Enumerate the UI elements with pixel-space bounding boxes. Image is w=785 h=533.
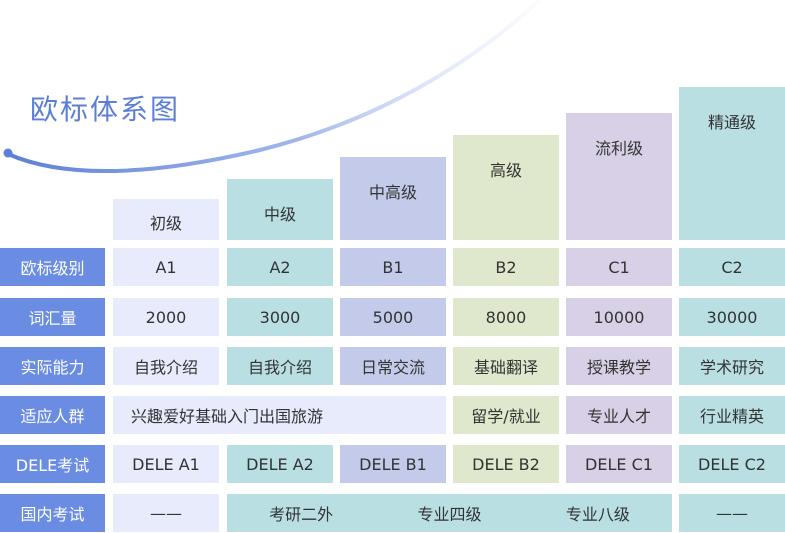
cell-c1: DELE C1 [566, 445, 672, 483]
cell-a2: A2 [227, 248, 333, 286]
cell-c1: 10000 [566, 298, 672, 336]
cell-c2: —— [679, 494, 785, 532]
row-label: 适应人群 [0, 396, 105, 434]
cell-a2: 3000 [227, 298, 333, 336]
cell-c1: C1 [566, 248, 672, 286]
level-header-a1: 初级 [113, 199, 219, 240]
cell-c2: DELE C2 [679, 445, 785, 483]
level-header-label: 中高级 [368, 183, 417, 202]
level-header-b1: 中高级 [340, 157, 446, 240]
arc-dot [3, 148, 13, 158]
cell-b2: 8000 [453, 298, 559, 336]
cell-c2: 行业精英 [679, 396, 785, 434]
cell-c2: 30000 [679, 298, 785, 336]
level-header-label: 精通级 [707, 113, 756, 132]
row-label: DELE考试 [0, 445, 105, 483]
row-label: 欧标级别 [0, 248, 105, 286]
level-header-label: 初级 [149, 214, 182, 233]
cell-a1-b1-wide: 兴趣爱好基础入门出国旅游 [113, 396, 446, 434]
cell-c1: 授课教学 [566, 347, 672, 385]
cell-c2: 学术研究 [679, 347, 785, 385]
cell-c2: C2 [679, 248, 785, 286]
cell-b1: 日常交流 [340, 347, 446, 385]
row-label: 国内考试 [0, 494, 105, 532]
diagram-title: 欧标体系图 [30, 93, 181, 126]
cell-a1: 自我介绍 [113, 347, 219, 385]
row-label: 词汇量 [0, 298, 105, 336]
cell-b1: B1 [340, 248, 446, 286]
cell-c1: 专业人才 [566, 396, 672, 434]
cell-a2: DELE A2 [227, 445, 333, 483]
cell-b2: B2 [453, 248, 559, 286]
level-header-b2: 高级 [453, 135, 559, 240]
cell-b2: 基础翻译 [453, 347, 559, 385]
level-header-a2: 中级 [227, 179, 333, 240]
cell-b1: 5000 [340, 298, 446, 336]
cell-a1: DELE A1 [113, 445, 219, 483]
level-header-label: 高级 [489, 161, 522, 180]
row-label: 实际能力 [0, 347, 105, 385]
domestic-exams-span: 考研二外 专业四级 专业八级 [227, 494, 672, 532]
level-header-c1: 流利级 [566, 113, 672, 240]
level-header-label: 中级 [263, 205, 296, 224]
cell-a1: A1 [113, 248, 219, 286]
domestic-exam: 考研二外 [269, 505, 334, 524]
level-header-c2: 精通级 [679, 87, 785, 240]
cell-a1: 2000 [113, 298, 219, 336]
cell-b1: DELE B1 [340, 445, 446, 483]
cell-b2: 留学/就业 [453, 396, 559, 434]
cell-a2: 自我介绍 [227, 347, 333, 385]
domestic-exam: 专业四级 [417, 505, 482, 524]
level-header-label: 流利级 [594, 139, 643, 158]
cell-a1: —— [113, 494, 219, 532]
cell-b2: DELE B2 [453, 445, 559, 483]
domestic-exam: 专业八级 [565, 505, 630, 524]
